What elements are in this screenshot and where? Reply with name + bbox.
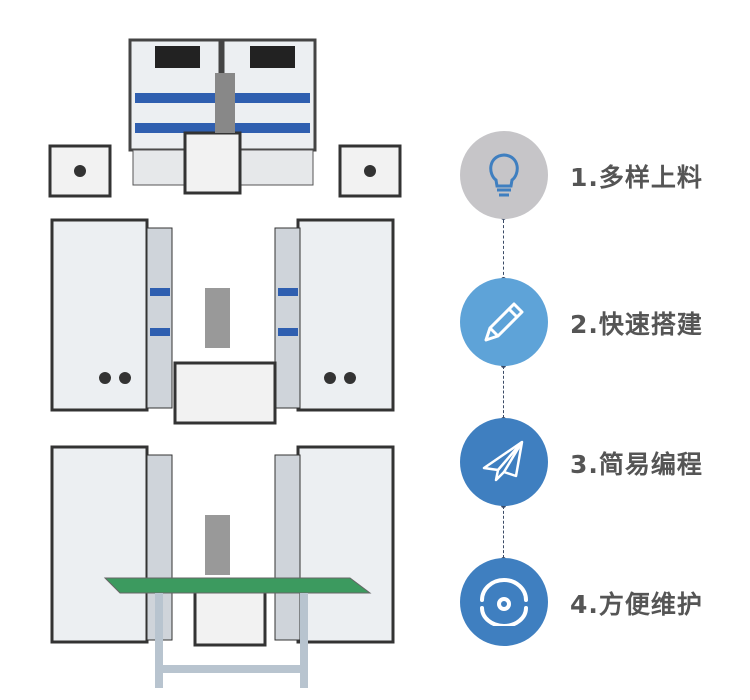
paper-plane-icon [482, 440, 524, 482]
system-photo-full [48, 38, 402, 198]
feature-3-badge [460, 418, 548, 506]
connector-line [503, 220, 504, 280]
feature-1-badge [460, 131, 548, 219]
feature-2-badge [460, 278, 548, 366]
pencil-icon [484, 302, 524, 342]
system-photo-conveyor [50, 445, 395, 688]
feature-1-label: 1.多样上料 [570, 163, 703, 192]
feature-3-label: 3.简易编程 [570, 450, 703, 479]
feature-4-label: 4.方便维护 [570, 590, 703, 619]
feature-4-badge [460, 558, 548, 646]
connector-line [503, 506, 504, 558]
maintenance-icon [480, 578, 528, 626]
connector-line [503, 366, 504, 418]
feature-2-label: 2.快速搭建 [570, 310, 703, 339]
lightbulb-icon [489, 153, 519, 197]
system-photo-open [50, 218, 395, 425]
